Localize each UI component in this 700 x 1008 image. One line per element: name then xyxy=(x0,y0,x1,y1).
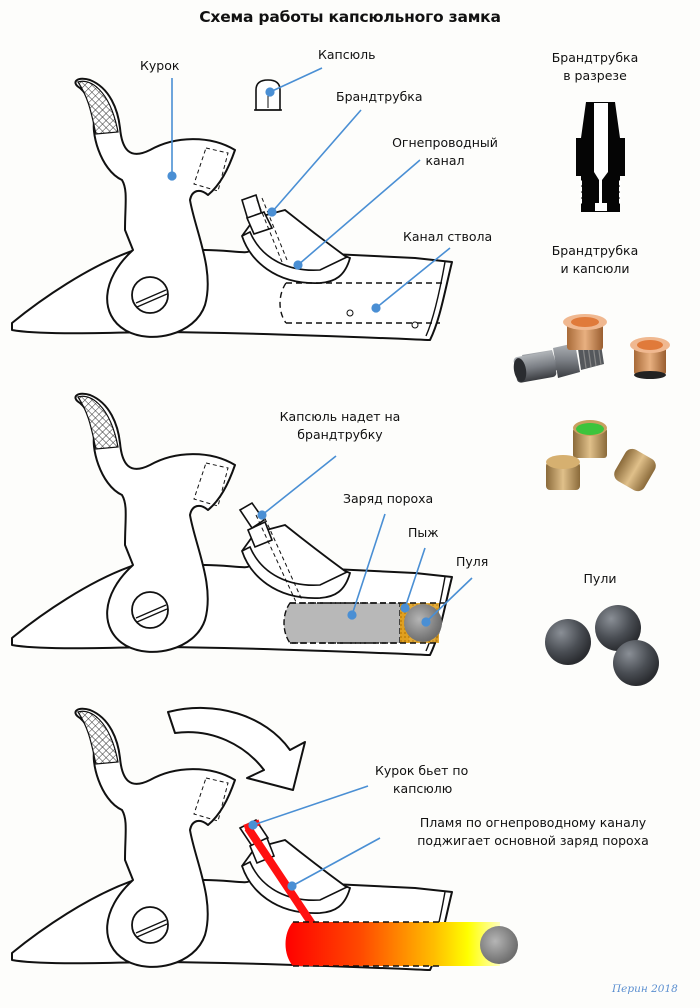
nipple-cross-section xyxy=(576,102,625,212)
brass-cap-green xyxy=(573,420,607,458)
label-hammer-strikes: Курок бьет по капсюлю xyxy=(375,763,469,796)
leader-dot-flame xyxy=(287,881,297,891)
leader-dot-barrel-bore xyxy=(371,303,381,313)
leader-dot-hammer xyxy=(167,171,177,181)
fired-bullet-shape xyxy=(480,926,518,964)
flanged-cap-2 xyxy=(630,337,670,379)
leader-cap xyxy=(269,67,323,93)
label-nipple-section: Брандтрубка в разрезе xyxy=(551,50,639,83)
panel-1-lock-at-rest xyxy=(11,67,453,342)
label-cap-on-nipple: Капсюль надет на брандтрубку xyxy=(279,409,401,442)
leader-powder xyxy=(351,513,386,616)
leader-dot-wad xyxy=(400,603,410,613)
label-cap: Капсюль xyxy=(318,47,376,62)
label-hammer: Курок xyxy=(140,58,180,73)
leader-wad xyxy=(404,547,426,609)
leader-dot-cap-on-nipple xyxy=(257,510,267,520)
leader-bullet xyxy=(425,577,473,623)
panel-3-firing xyxy=(11,706,518,971)
leader-barrel-bore xyxy=(375,247,451,309)
strike-arrow-icon xyxy=(167,706,306,791)
label-wad: Пыж xyxy=(408,525,439,540)
leader-dot-nipple xyxy=(267,207,277,217)
powder-charge-shape xyxy=(283,602,401,644)
leader-hammer-strikes xyxy=(252,785,369,826)
label-nipple: Брандтрубка xyxy=(336,89,423,104)
burning-charge-shape xyxy=(285,922,500,966)
leader-dot-cap xyxy=(265,87,275,97)
flame-channel-shape xyxy=(244,825,320,933)
brass-cap-left xyxy=(546,455,580,490)
leader-dot-bullet xyxy=(421,617,431,627)
label-barrel-bore: Канал ствола xyxy=(403,229,493,244)
leader-dot-flash-channel xyxy=(293,260,303,270)
leader-flash-channel xyxy=(297,159,421,266)
brass-cap-right xyxy=(614,448,656,492)
leader-dot-powder xyxy=(347,610,357,620)
label-flash-channel: Огнепроводный канал xyxy=(392,135,498,168)
bullets-photo xyxy=(545,605,659,686)
panel-2-loaded-lock xyxy=(11,392,473,656)
diagram-title: Схема работы капсюльного замка xyxy=(199,8,501,26)
label-bullet: Пуля xyxy=(456,554,489,569)
nipple-and-caps-photo xyxy=(513,314,670,492)
author-signature: Перин 2018 xyxy=(612,983,678,995)
label-nipple-caps: Брандтрубка и капсюли xyxy=(551,243,639,276)
nipple-drawing xyxy=(241,193,288,263)
leader-cap-on-nipple xyxy=(261,455,337,516)
capped-nipple-drawing xyxy=(238,501,303,603)
label-powder-charge: Заряд пороха xyxy=(343,491,434,506)
leader-flame xyxy=(291,837,381,887)
label-flame: Пламя по огнепроводному каналу поджигает… xyxy=(417,815,649,848)
flanged-cap-1 xyxy=(563,314,607,350)
leader-nipple xyxy=(271,109,362,213)
leader-dot-hammer-strikes xyxy=(248,820,258,830)
label-bullets: Пули xyxy=(583,571,617,586)
